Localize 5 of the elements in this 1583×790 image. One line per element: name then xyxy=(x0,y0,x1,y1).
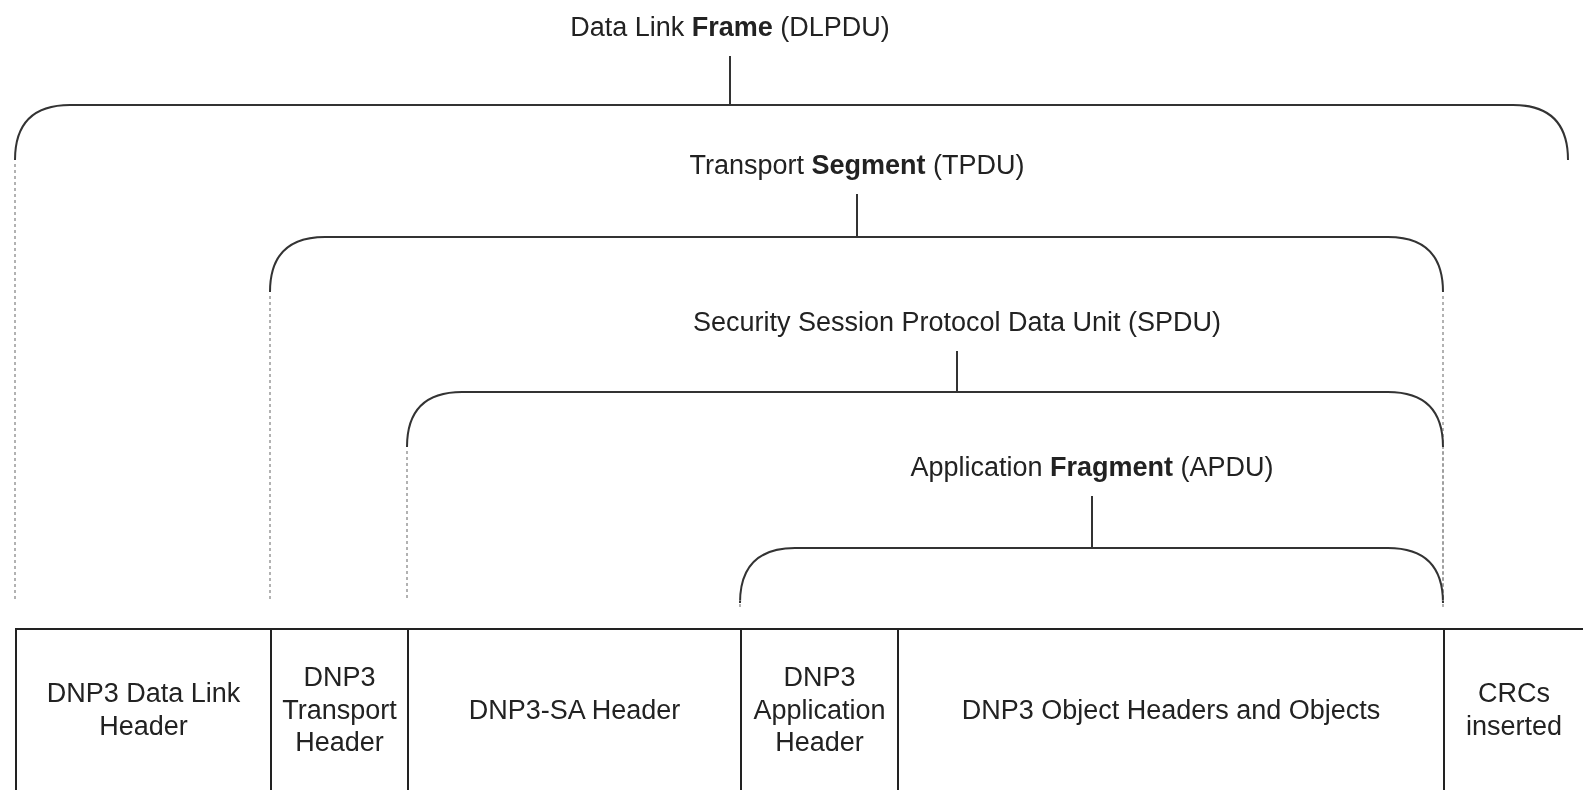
frame-field-cell: DNP3 Data Link Header xyxy=(15,628,272,790)
layer-heading: Data Link Frame (DLPDU) xyxy=(570,12,890,43)
layer-heading: Transport Segment (TPDU) xyxy=(689,150,1025,181)
layer-heading: Security Session Protocol Data Unit (SPDU) xyxy=(692,307,1222,338)
layer-heading: Application Fragment (APDU) xyxy=(910,452,1274,483)
